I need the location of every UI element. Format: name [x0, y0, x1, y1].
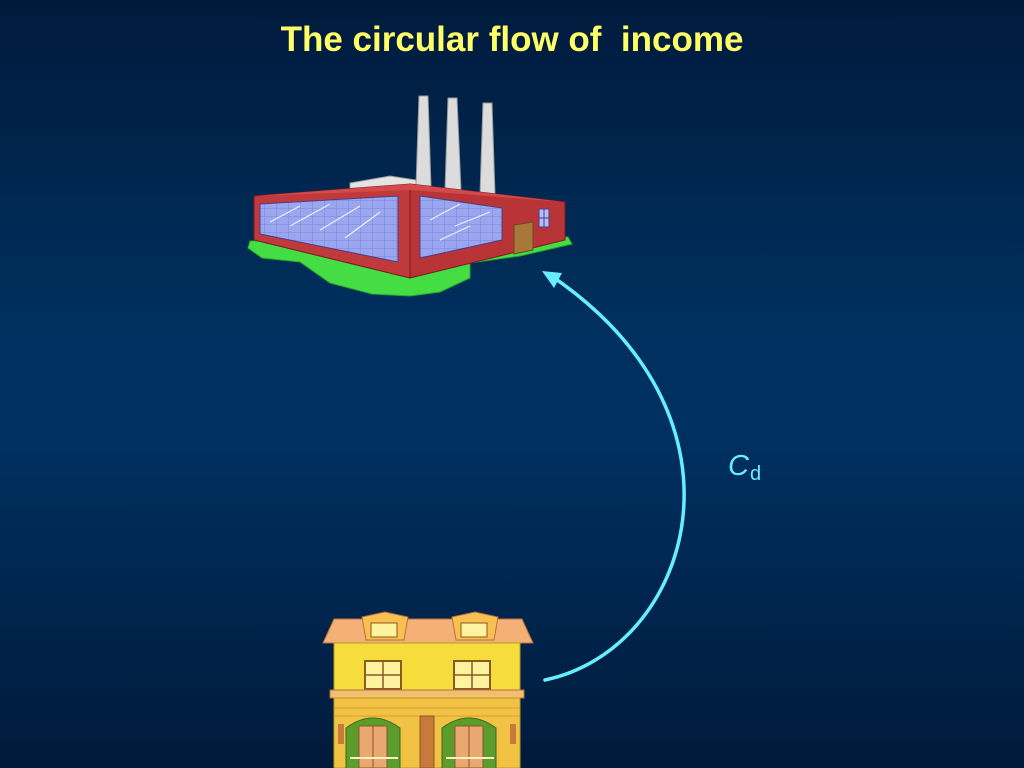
- consumption-flow-label: Cd: [728, 450, 762, 485]
- slide-title: The circular flow of income: [280, 20, 744, 59]
- house-icon: [322, 611, 534, 768]
- factory-icon: [247, 95, 573, 297]
- consumption-flow-arrow: [542, 271, 686, 682]
- flow-label-main: C: [728, 450, 749, 482]
- flow-label-subscript: d: [749, 463, 762, 485]
